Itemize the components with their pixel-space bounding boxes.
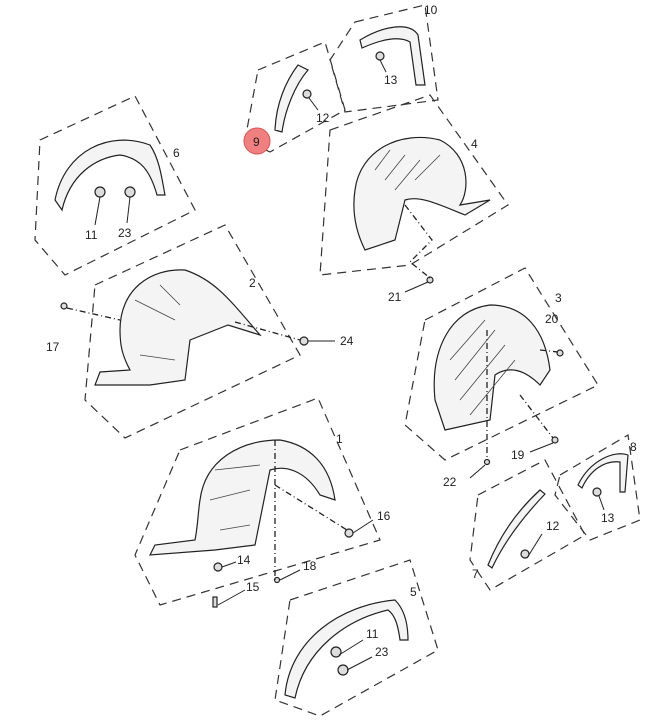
highlight-marker-9[interactable] — [243, 127, 271, 155]
callout-1[interactable]: 1 — [336, 432, 343, 446]
group-box-2 — [84, 224, 301, 439]
part-3-liner — [433, 304, 551, 431]
nut-24 — [299, 336, 309, 346]
nut-16 — [344, 528, 354, 538]
callout-5[interactable]: 5 — [410, 585, 417, 599]
callout-15[interactable]: 15 — [246, 580, 260, 594]
clip-14 — [213, 562, 223, 572]
callout-6[interactable]: 6 — [173, 146, 180, 160]
part-6-flare — [54, 139, 166, 212]
part-4-liner — [353, 136, 491, 251]
group-box-4 — [319, 94, 509, 276]
group-box-1 — [134, 397, 381, 606]
nut-13-top — [375, 51, 385, 61]
callout-13b[interactable]: 13 — [601, 511, 615, 525]
callout-22[interactable]: 22 — [443, 475, 457, 489]
part-3-ribs — [449, 319, 516, 416]
part-2-liner — [94, 269, 262, 386]
group-box-3 — [404, 267, 599, 461]
callout-20[interactable]: 20 — [545, 312, 559, 326]
fastener-19 — [551, 436, 559, 444]
callout-11b[interactable]: 11 — [366, 627, 379, 641]
bolt-11-bottom — [330, 646, 342, 658]
group-box-6 — [34, 95, 196, 276]
callout-12b[interactable]: 12 — [546, 519, 560, 533]
group-box-10 — [329, 4, 439, 113]
part-9-flare — [274, 64, 309, 133]
callout-17[interactable]: 17 — [46, 340, 60, 354]
callout-8[interactable]: 8 — [630, 440, 637, 454]
nut-23-left — [124, 186, 136, 198]
bolt-15 — [212, 596, 218, 608]
callout-2[interactable]: 2 — [249, 276, 256, 290]
part-7-flare — [487, 489, 546, 569]
leader-lines — [66, 59, 605, 671]
callout-24[interactable]: 24 — [340, 334, 354, 348]
nut-23-bottom — [337, 664, 349, 676]
part-4-ribs — [374, 149, 441, 191]
part-1-ribs — [209, 464, 261, 531]
callout-23b[interactable]: 23 — [375, 645, 389, 659]
group-box-5 — [274, 559, 439, 717]
callout-4[interactable]: 4 — [471, 137, 478, 151]
callout-7[interactable]: 7 — [472, 567, 479, 581]
callout-18[interactable]: 18 — [303, 559, 317, 573]
part-10-flare — [359, 26, 426, 86]
fastener-17 — [60, 302, 68, 310]
nut-13-right — [592, 487, 602, 497]
nut-12-top — [302, 89, 312, 99]
part-2-ribs — [134, 284, 181, 361]
bolt-11-left — [94, 186, 106, 198]
fastener-22 — [483, 458, 491, 466]
callout-9[interactable]: 9 — [253, 135, 260, 149]
group-box-7 — [469, 459, 586, 591]
callout-3[interactable]: 3 — [555, 291, 562, 305]
callout-10[interactable]: 10 — [424, 3, 438, 17]
callout-13[interactable]: 13 — [384, 73, 398, 87]
callout-19[interactable]: 19 — [511, 448, 525, 462]
part-8-flare — [577, 453, 629, 493]
part-5-flare — [284, 599, 409, 699]
callout-16[interactable]: 16 — [377, 509, 391, 523]
fastener-21 — [426, 276, 434, 284]
group-box-8 — [554, 434, 641, 541]
callout-12[interactable]: 12 — [316, 111, 330, 125]
callout-23[interactable]: 23 — [118, 226, 132, 240]
callout-21[interactable]: 21 — [388, 290, 402, 304]
callout-14[interactable]: 14 — [237, 553, 251, 567]
part-1-liner — [148, 439, 336, 556]
fastener-20 — [556, 349, 564, 357]
group-box-9 — [244, 41, 346, 153]
callout-11[interactable]: 11 — [85, 228, 98, 242]
